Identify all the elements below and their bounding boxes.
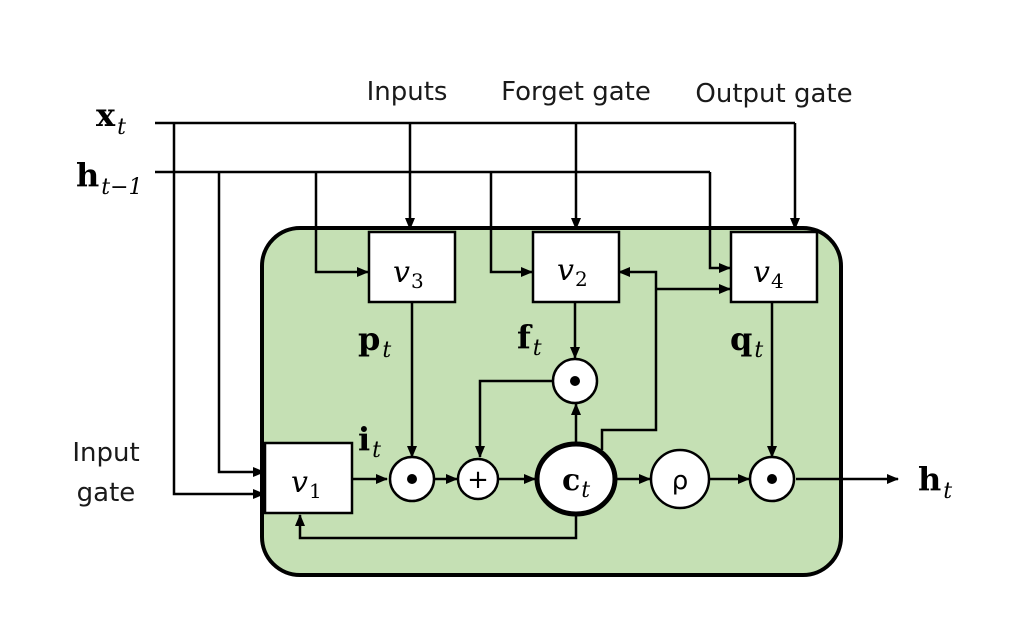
output-gate-label: Output gate bbox=[695, 79, 852, 109]
p-t-label: pt bbox=[358, 320, 391, 363]
svg-text:v4: v4 bbox=[753, 255, 784, 293]
svg-text:ct: ct bbox=[562, 463, 590, 503]
c-feedback-to-v1 bbox=[295, 514, 578, 540]
h-to-v2 bbox=[489, 172, 533, 277]
cell-state-node: ct bbox=[534, 441, 618, 517]
inputs-label: Inputs bbox=[367, 77, 448, 107]
forget-gate-label: Forget gate bbox=[501, 77, 651, 107]
block-v2: v2 bbox=[531, 230, 621, 304]
h-t-output-label: ht bbox=[918, 460, 952, 504]
input-gate-label-line2: gate bbox=[77, 478, 136, 508]
rho-node: ρ bbox=[649, 448, 711, 510]
block-v1: v1 bbox=[263, 441, 354, 515]
svg-text:ρ: ρ bbox=[672, 466, 689, 496]
h-prev-label: ht−1 bbox=[76, 156, 143, 200]
x-to-v1 bbox=[172, 123, 265, 499]
multiply-node-forget bbox=[551, 357, 599, 405]
multiply-node-input bbox=[388, 455, 436, 503]
block-v4: v4 bbox=[729, 230, 819, 304]
multiply-node-output bbox=[748, 455, 796, 503]
i-t-label: it bbox=[358, 420, 381, 463]
add-node: + bbox=[456, 457, 500, 501]
svg-text:v3: v3 bbox=[393, 255, 424, 293]
input-gate-label-line1: Input bbox=[72, 438, 139, 468]
mult2-to-add bbox=[475, 379, 553, 458]
f-t-label: ft bbox=[517, 318, 542, 361]
svg-text:v1: v1 bbox=[291, 465, 322, 503]
h-to-v3 bbox=[314, 172, 369, 277]
svg-text:+: + bbox=[467, 465, 489, 495]
q-t-label: qt bbox=[730, 320, 763, 363]
block-v3: v3 bbox=[367, 230, 457, 304]
x-t-label: xt bbox=[96, 96, 126, 140]
h-to-v1 bbox=[217, 172, 265, 477]
c-peephole bbox=[600, 267, 658, 450]
svg-text:v2: v2 bbox=[557, 253, 588, 291]
h-to-v4 bbox=[708, 172, 731, 273]
